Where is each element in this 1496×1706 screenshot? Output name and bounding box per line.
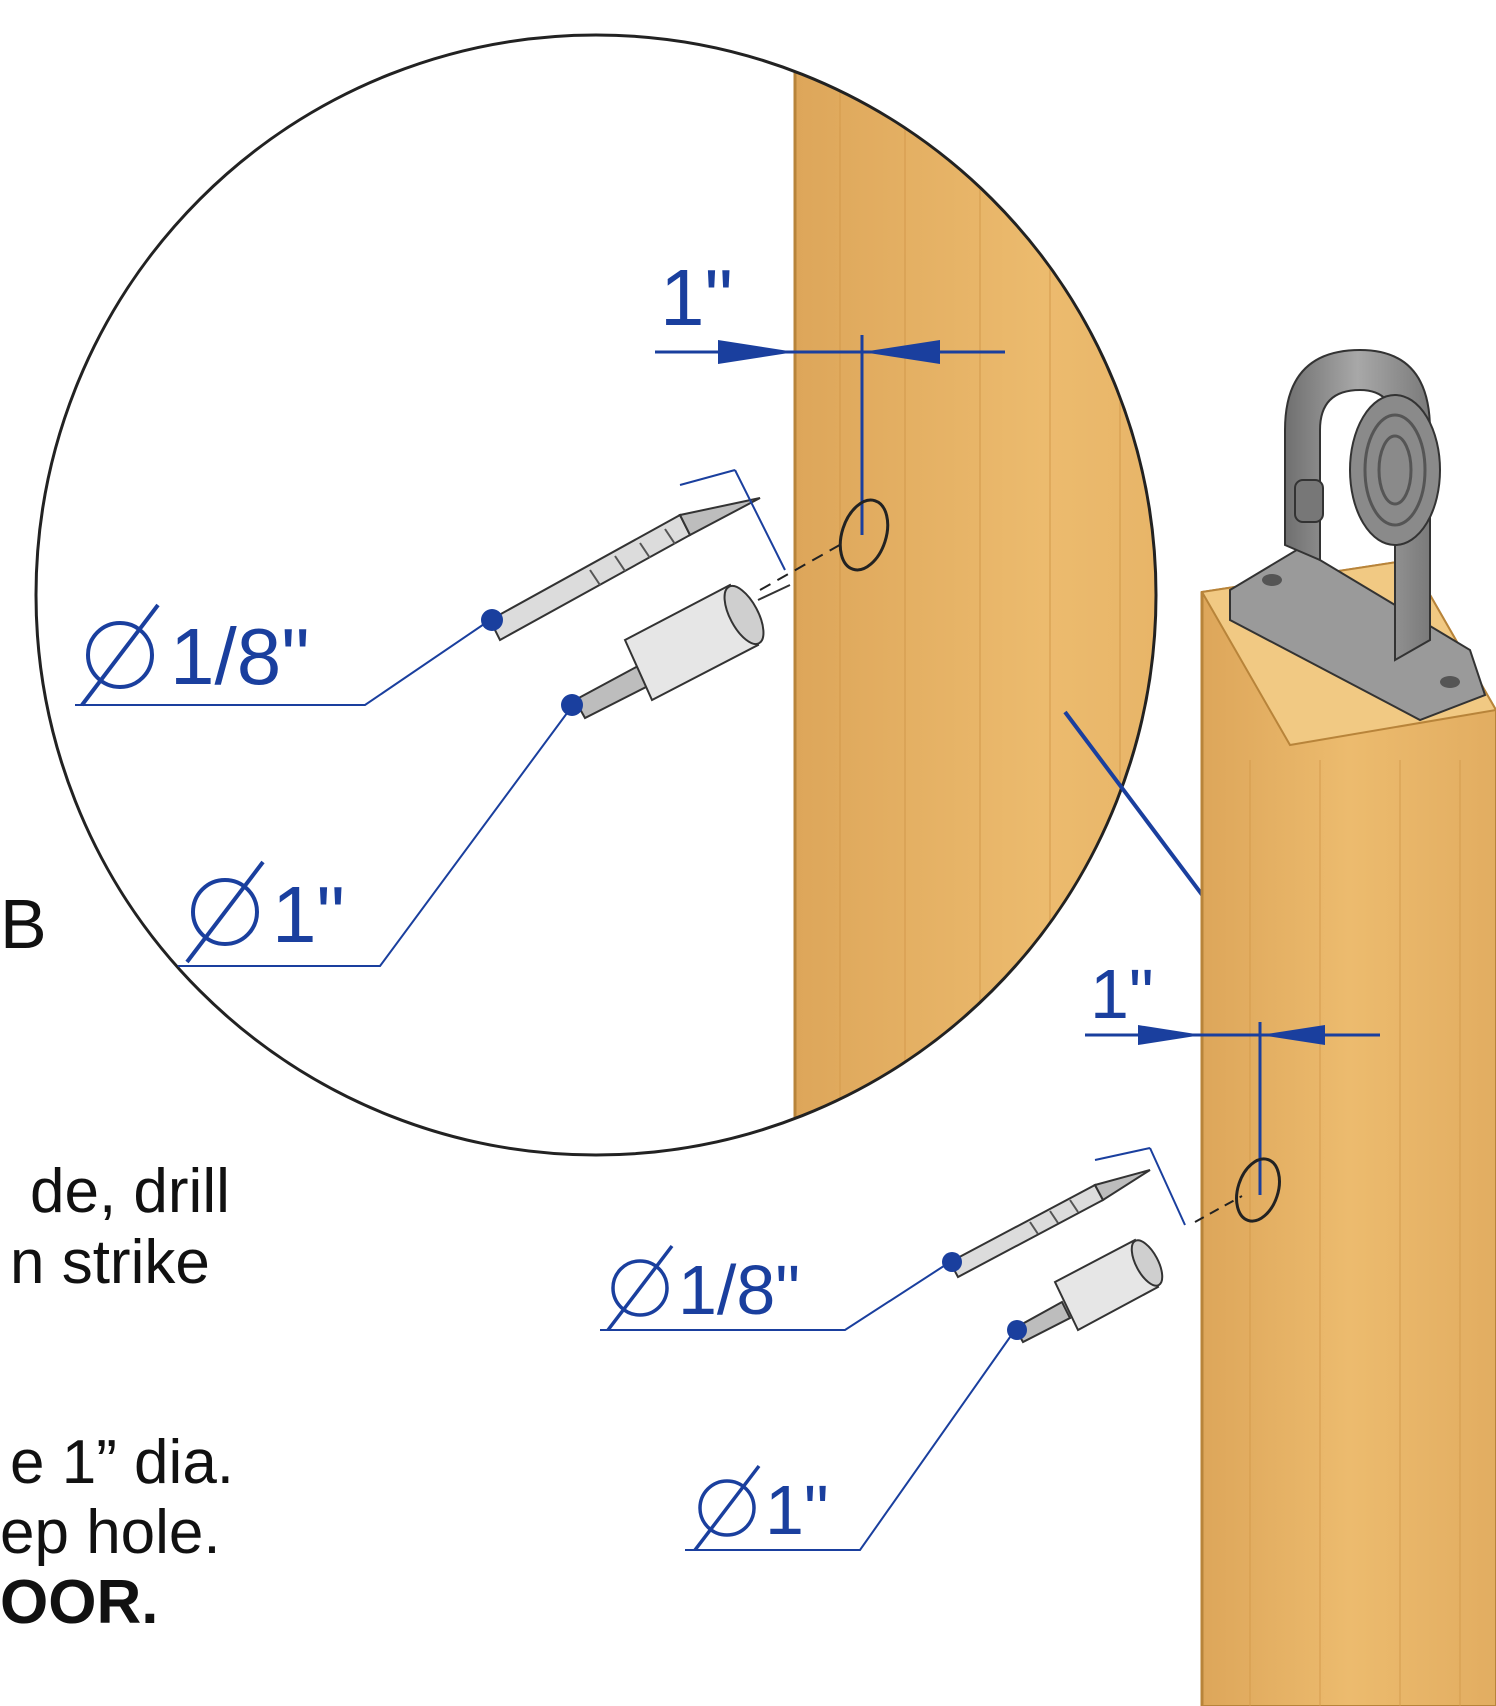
- svg-text:ep hole.: ep hole.: [0, 1498, 221, 1567]
- svg-text:1/8": 1/8": [170, 612, 310, 701]
- main-holesaw-label: 1": [693, 1464, 829, 1552]
- instruction-text: de, drill n strike e 1” dia. ep hole. OO…: [0, 1157, 234, 1637]
- detail-holesaw-label: 1": [185, 860, 345, 964]
- drill-bit-icon: [948, 1169, 1151, 1279]
- drill-bit-icon: [488, 497, 761, 642]
- door: [1200, 558, 1496, 1706]
- diameter-icon: [606, 1244, 674, 1332]
- diameter-icon: [80, 603, 160, 707]
- main-offset-label: 1": [1090, 955, 1154, 1033]
- svg-text:n strike: n strike: [10, 1228, 210, 1297]
- svg-text:de, drill: de, drill: [30, 1157, 230, 1226]
- main-hole: [1235, 1157, 1281, 1223]
- step-marker: B: [0, 885, 47, 963]
- svg-text:OOR.: OOR.: [0, 1568, 158, 1637]
- detail-pilot-label: 1/8": [80, 603, 310, 707]
- detail-circle-outline: [34, 33, 1158, 1157]
- svg-text:e 1” dia.: e 1” dia.: [10, 1428, 234, 1497]
- detail-hole: [838, 498, 890, 572]
- diameter-icon: [693, 1464, 761, 1552]
- hole-saw-icon: [1013, 1238, 1164, 1344]
- svg-text:1": 1": [272, 870, 345, 959]
- diameter-icon: [185, 860, 265, 964]
- main-offset-dimension: 1": [1085, 955, 1380, 1195]
- door-roller-hanger-icon: [1229, 348, 1487, 722]
- svg-text:1/8": 1/8": [678, 1251, 800, 1329]
- main-pilot-label: 1/8": [606, 1244, 800, 1332]
- detail-offset-dimension: 1": [655, 253, 1005, 535]
- hole-saw-icon: [573, 583, 791, 720]
- detail-offset-label: 1": [660, 253, 733, 342]
- svg-text:1": 1": [765, 1471, 829, 1549]
